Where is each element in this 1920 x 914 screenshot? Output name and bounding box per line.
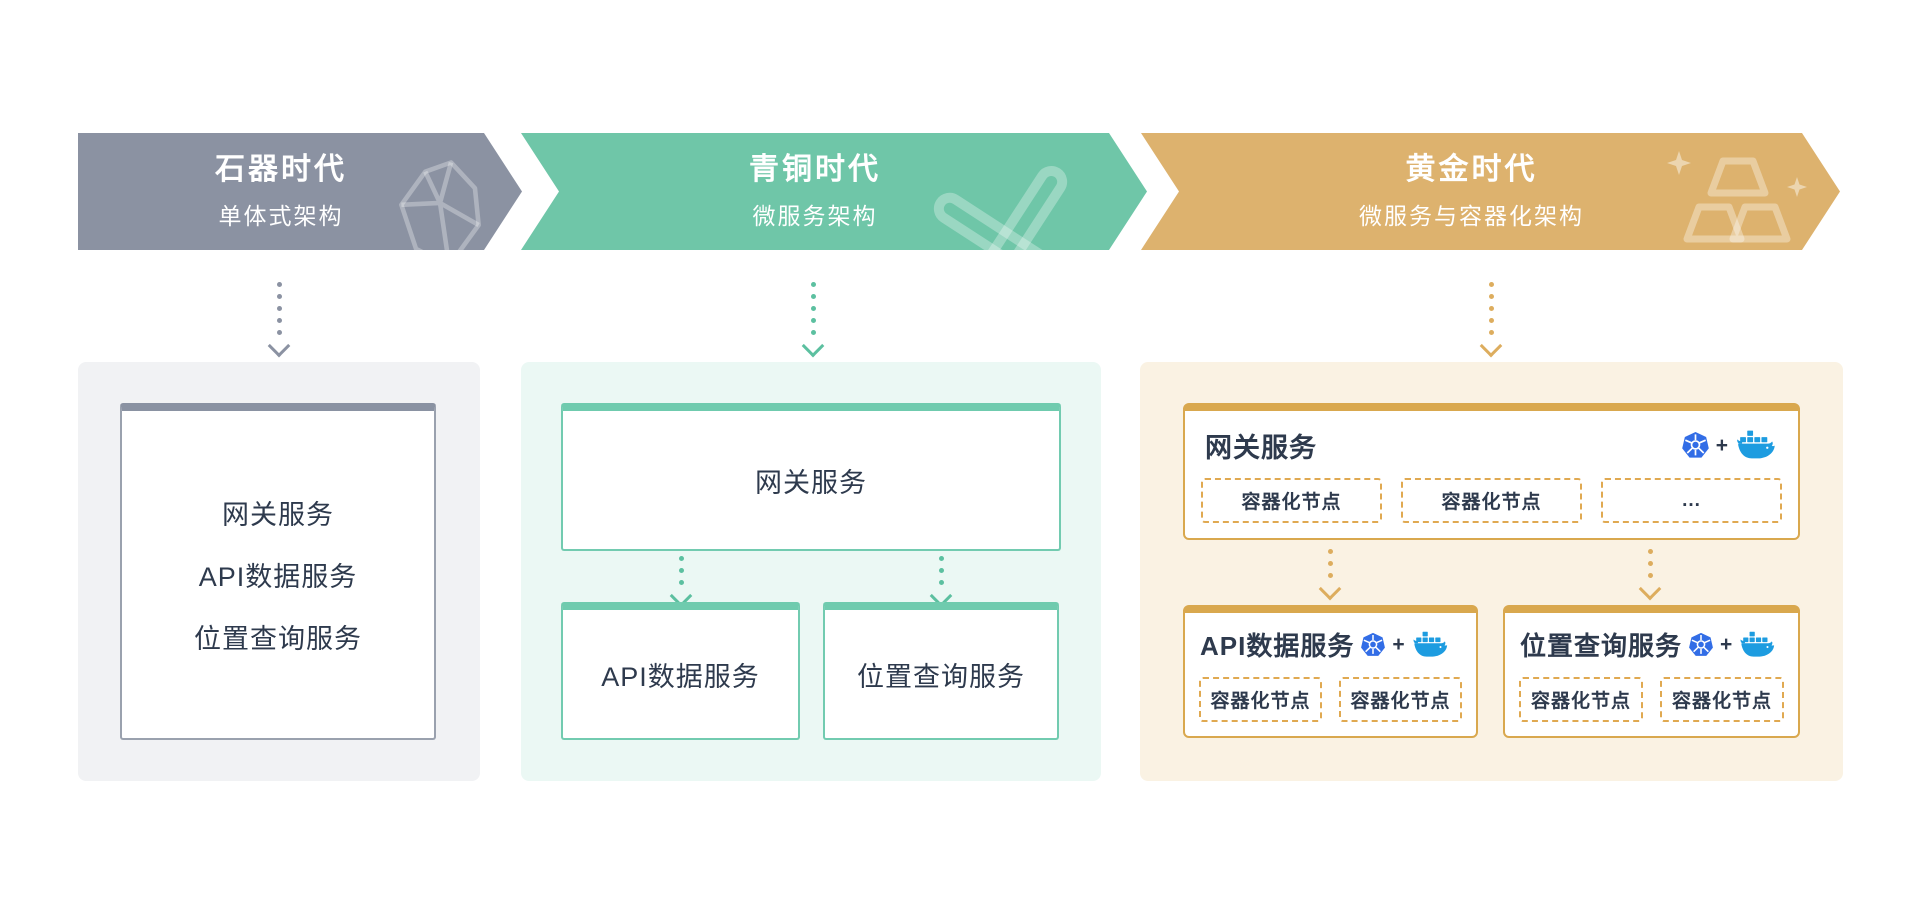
banner-title: 石器时代	[215, 153, 347, 186]
plus-label: +	[1715, 434, 1728, 457]
container-node: 容器化节点	[1519, 677, 1643, 722]
down-arrow-to-api	[669, 556, 693, 608]
down-arrow-golden	[1479, 282, 1503, 358]
panel-bronze-age: 网关服务 API数据服务 位置查询服务	[521, 362, 1101, 781]
banner-subtitle: 微服务与容器化架构	[1359, 203, 1584, 229]
service-card-location: 位置查询服务 +	[1503, 605, 1800, 738]
docker-whale-icon	[1740, 631, 1775, 657]
arrowhead-icon	[267, 334, 291, 358]
down-arrow-to-api	[1318, 549, 1342, 601]
banner-stone-age: 石器时代 单体式架构	[78, 133, 522, 250]
service-line-gateway: 网关服务	[222, 500, 334, 530]
container-node: 容器化节点	[1199, 677, 1322, 722]
banner-title: 黄金时代	[1405, 153, 1538, 186]
down-arrow-to-location	[929, 556, 953, 608]
down-arrow-bronze	[801, 282, 825, 358]
service-line-location: 位置查询服务	[194, 624, 362, 654]
gateway-card: 网关服务 +	[1183, 403, 1800, 540]
gateway-card-title: 网关服务	[1205, 433, 1317, 463]
stone-icon	[394, 155, 486, 250]
banner-subtitle: 微服务架构	[752, 203, 878, 229]
banner-subtitle: 单体式架构	[218, 203, 344, 229]
runtime-icons: +	[1688, 631, 1775, 659]
gateway-node-row: 容器化节点 容器化节点 ...	[1201, 478, 1782, 523]
docker-whale-icon	[1737, 430, 1775, 459]
kubernetes-icon	[1689, 632, 1713, 656]
down-arrow-to-location	[1638, 549, 1662, 601]
ellipsis-node: ...	[1601, 478, 1782, 523]
container-node: 容器化节点	[1660, 677, 1784, 722]
arrowhead-icon	[1318, 577, 1342, 601]
panel-golden-age: 网关服务 +	[1140, 362, 1843, 781]
service-card-title: 位置查询服务	[1520, 631, 1683, 661]
pickaxe-icon	[903, 153, 1113, 250]
arrowhead-icon	[1479, 334, 1503, 358]
service-card-api: API数据服务 +	[1183, 605, 1478, 738]
docker-whale-icon	[1413, 631, 1447, 657]
service-card-title: API数据服务	[1200, 631, 1355, 661]
service-box-api: API数据服务	[561, 602, 800, 740]
arrowhead-icon	[801, 334, 825, 358]
container-node: 容器化节点	[1401, 478, 1582, 523]
service-node-row: 容器化节点 容器化节点	[1519, 677, 1784, 722]
monolith-box: 网关服务 API数据服务 位置查询服务	[120, 403, 436, 740]
arrowhead-icon	[1638, 577, 1662, 601]
gold-ingots-icon	[1653, 147, 1821, 250]
service-node-row: 容器化节点 容器化节点	[1199, 677, 1462, 722]
banner-title: 青铜时代	[749, 153, 881, 186]
runtime-icons: +	[1681, 430, 1776, 461]
plus-label: +	[1720, 633, 1733, 656]
banner-bronze-age: 青铜时代 微服务架构	[521, 133, 1147, 250]
service-line-api: API数据服务	[198, 562, 358, 592]
plus-label: +	[1392, 633, 1405, 656]
container-node: 容器化节点	[1201, 478, 1382, 523]
down-arrow-stone	[267, 282, 291, 358]
banner-golden-age: 黄金时代 微服务与容器化架构	[1141, 133, 1840, 250]
kubernetes-icon	[1681, 431, 1709, 458]
container-node: 容器化节点	[1339, 677, 1462, 722]
panel-stone-age: 网关服务 API数据服务 位置查询服务	[78, 362, 480, 781]
service-box-location: 位置查询服务	[823, 602, 1059, 740]
gateway-box: 网关服务	[561, 403, 1061, 551]
runtime-icons: +	[1360, 631, 1447, 659]
kubernetes-icon	[1361, 632, 1386, 656]
